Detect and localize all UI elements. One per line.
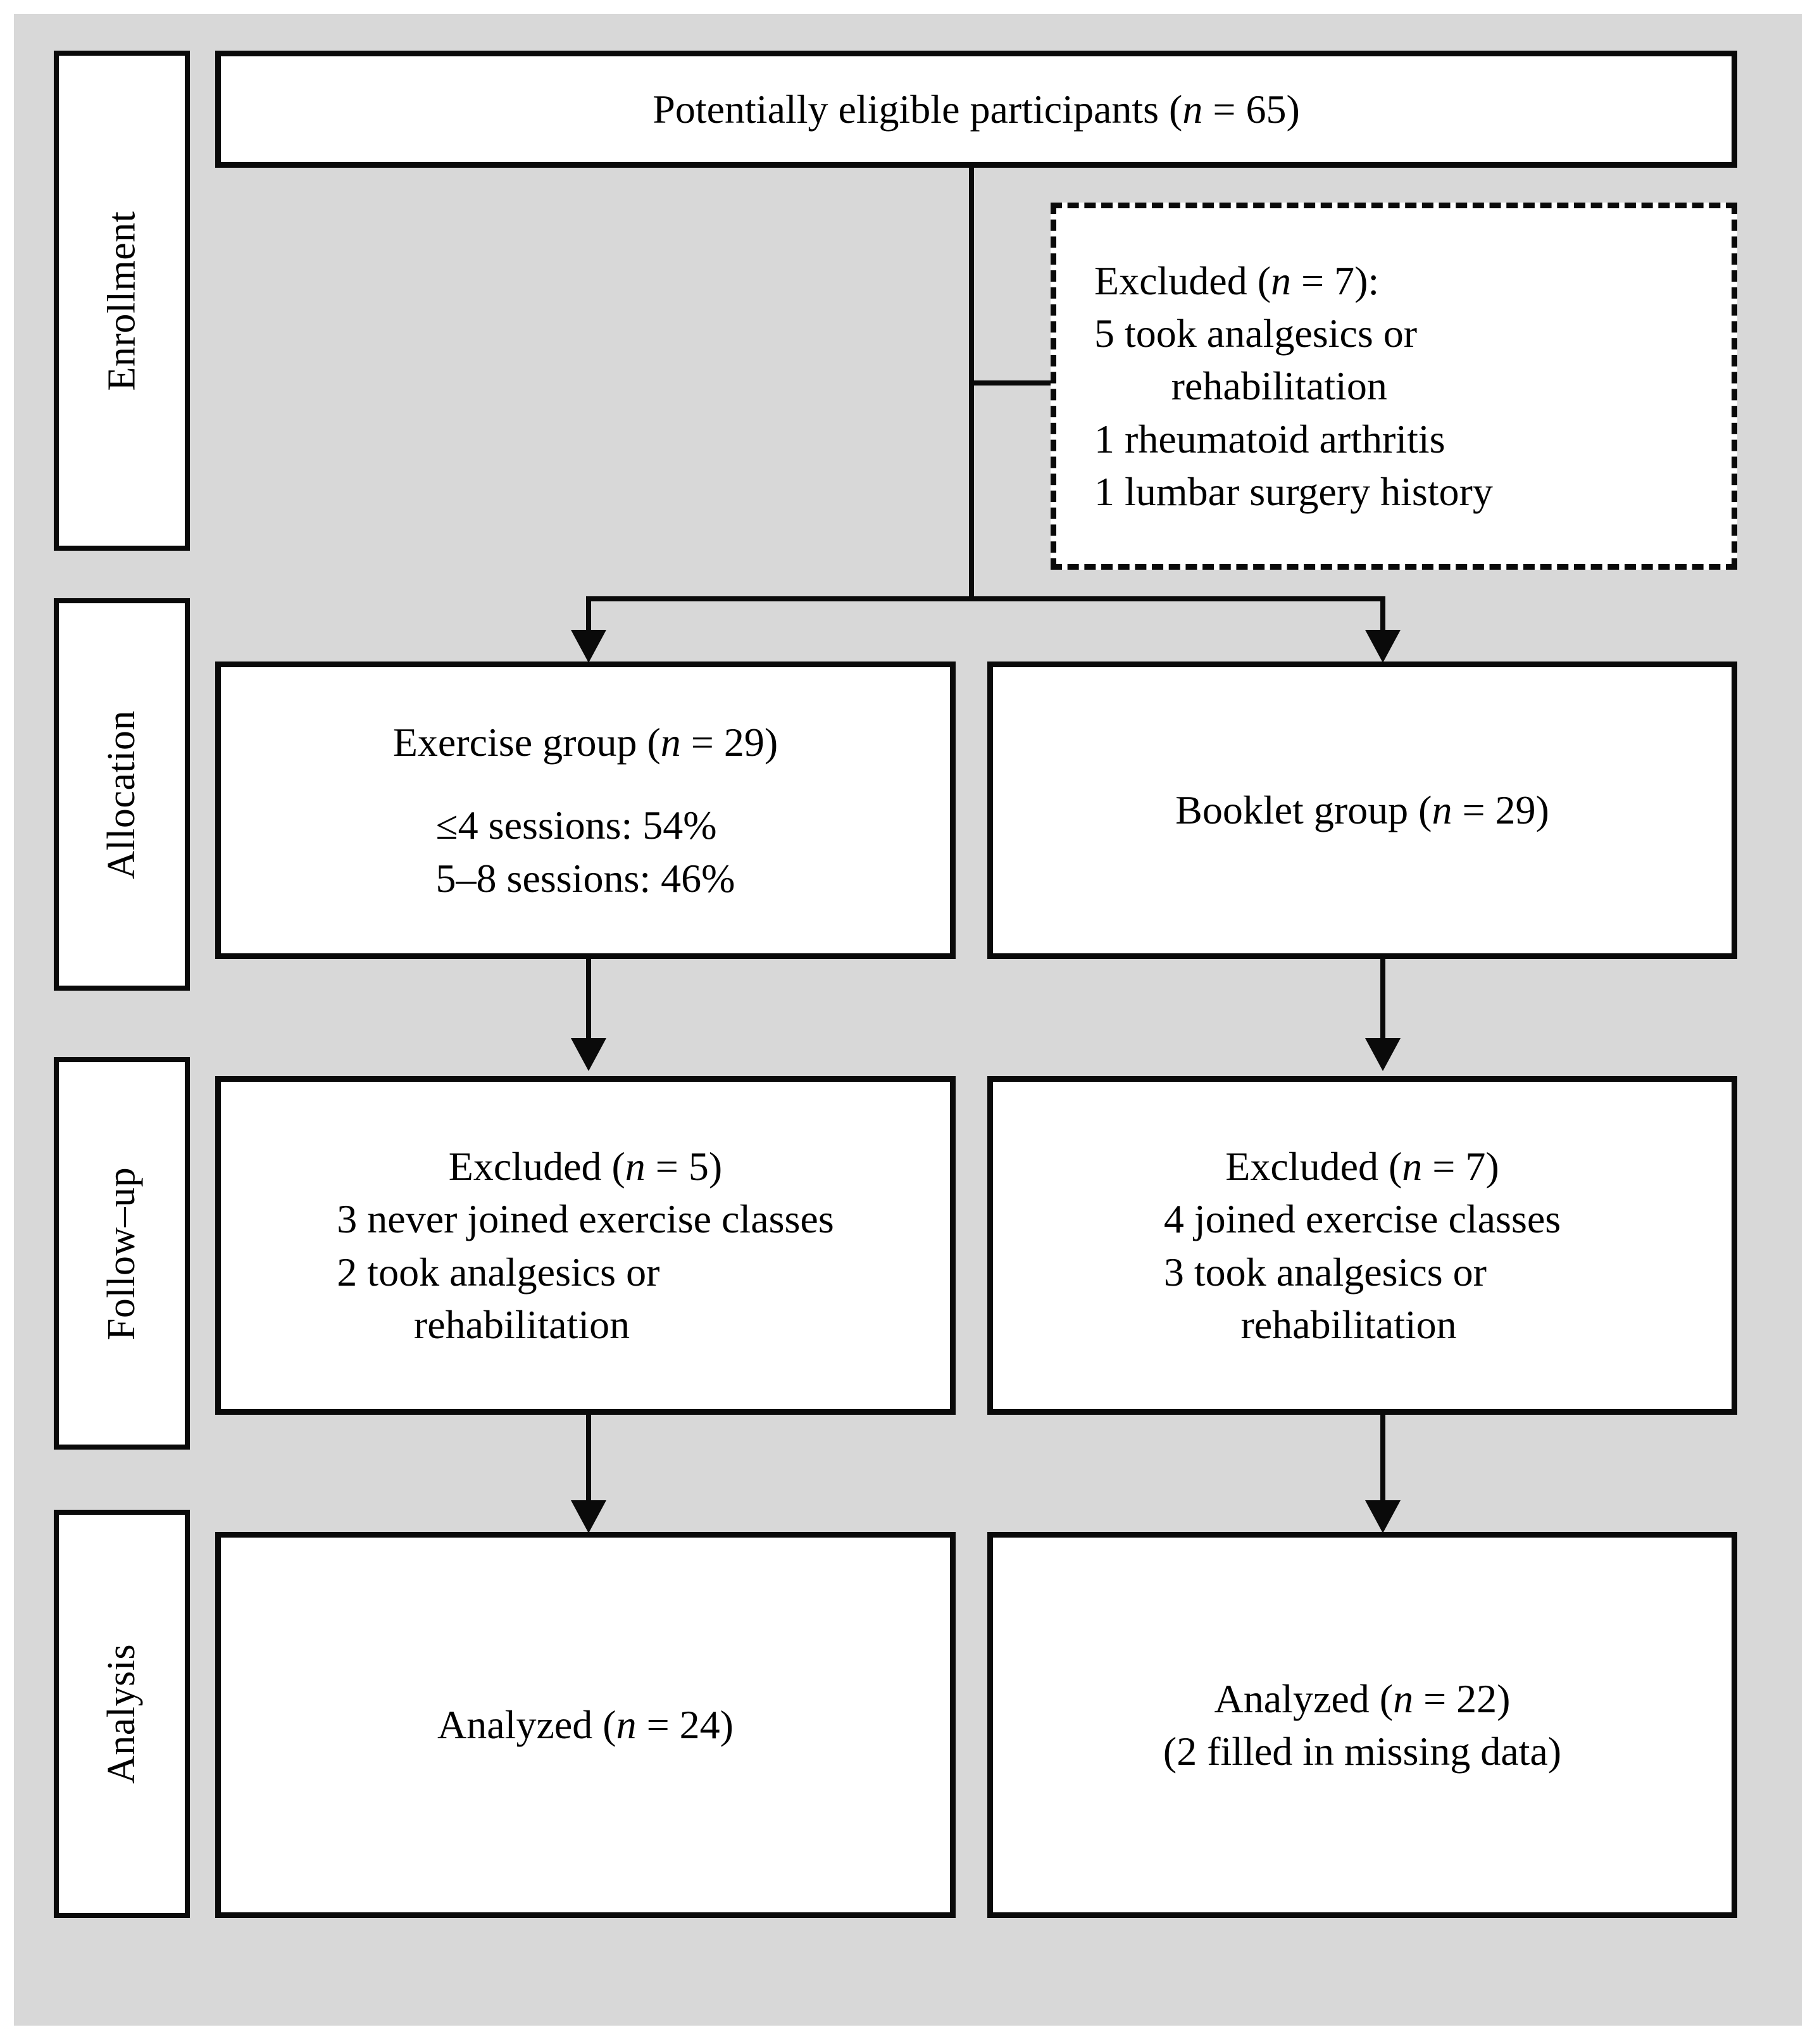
excluded-enrollment-head-n: n bbox=[1271, 258, 1291, 304]
analyzed-booklet-head: Analyzed (n = 22) bbox=[1163, 1672, 1561, 1725]
node-exercise-group-text: Exercise group (n = 29) ≤4 sessions: 54%… bbox=[393, 716, 778, 905]
excluded-booklet-head: Excluded (n = 7) bbox=[1164, 1140, 1561, 1193]
excluded-enrollment-reason-3: 1 rheumatoid arthritis bbox=[1094, 416, 1445, 461]
connector-booklet-to-analysis bbox=[1380, 1415, 1385, 1503]
connector-exercise-to-followup bbox=[586, 959, 591, 1041]
excluded-booklet-head-n: n bbox=[1402, 1144, 1423, 1189]
analyzed-booklet-head-b: = 22) bbox=[1413, 1676, 1511, 1721]
exercise-group-head-b: = 29) bbox=[680, 720, 778, 765]
excluded-booklet-head-b: = 7) bbox=[1422, 1144, 1499, 1189]
stage-label-enrollment-text: Enrollment bbox=[100, 211, 144, 391]
exercise-group-head-a: Exercise group ( bbox=[392, 720, 661, 765]
node-analyzed-exercise: Analyzed (n = 24) bbox=[215, 1532, 956, 1918]
arrowhead-exercise-to-analysis bbox=[571, 1500, 606, 1533]
arrowhead-allocation-right bbox=[1365, 630, 1401, 663]
excluded-booklet-reason-2: 3 took analgesics or bbox=[1163, 1249, 1487, 1295]
eligible-text-b: = 65) bbox=[1202, 86, 1300, 132]
node-analyzed-booklet: Analyzed (n = 22) (2 filled in missing d… bbox=[987, 1532, 1737, 1918]
node-excluded-booklet-text: Excluded (n = 7) 4 joined exercise class… bbox=[1164, 1140, 1561, 1351]
connector-allocation-split bbox=[586, 596, 1385, 601]
exercise-group-sessions: ≤4 sessions: 54% 5–8 sessions: 46% bbox=[436, 799, 735, 904]
exercise-group-sessions-5to8: 5–8 sessions: 46% bbox=[435, 855, 735, 901]
excluded-exercise-reason-1: 3 never joined exercise classes bbox=[337, 1196, 834, 1242]
exercise-group-head: Exercise group (n = 29) bbox=[393, 716, 778, 768]
arrowhead-booklet-to-analysis bbox=[1365, 1500, 1401, 1533]
node-potentially-eligible: Potentially eligible participants (n = 6… bbox=[215, 51, 1737, 168]
node-analyzed-exercise-text: Analyzed (n = 24) bbox=[437, 1698, 734, 1751]
exercise-group-sessions-le4: ≤4 sessions: 54% bbox=[435, 803, 717, 848]
excluded-enrollment-reason-4: 1 lumbar surgery history bbox=[1094, 468, 1493, 514]
node-excluded-enrollment-text: Excluded (n = 7): 5 took analgesics or r… bbox=[1056, 254, 1732, 518]
excluded-exercise-head-b: = 5) bbox=[645, 1144, 723, 1189]
node-booklet-group: Booklet group (n = 29) bbox=[987, 661, 1737, 959]
connector-allocation-right-drop bbox=[1380, 596, 1385, 634]
exercise-group-head-n: n bbox=[660, 720, 681, 765]
exercise-group-spacer bbox=[393, 768, 778, 799]
excluded-exercise-head: Excluded (n = 5) bbox=[337, 1140, 834, 1193]
eligible-text-n: n bbox=[1182, 86, 1203, 132]
booklet-group-head-n: n bbox=[1432, 787, 1452, 833]
stage-label-analysis: Analysis bbox=[54, 1510, 190, 1918]
stage-label-followup: Follow–up bbox=[54, 1057, 190, 1450]
excluded-booklet-reason-3: rehabilitation bbox=[1240, 1301, 1457, 1347]
analyzed-booklet-head-a: Analyzed ( bbox=[1214, 1676, 1394, 1721]
excluded-enrollment-reason-1: 5 took analgesics or bbox=[1094, 311, 1418, 356]
excluded-enrollment-head-b: = 7): bbox=[1291, 258, 1380, 304]
connector-to-excluded-enrollment bbox=[969, 380, 1054, 386]
stage-label-allocation-text: Allocation bbox=[100, 710, 143, 879]
excluded-enrollment-head-a: Excluded ( bbox=[1094, 258, 1271, 304]
arrowhead-exercise-to-followup bbox=[571, 1038, 606, 1071]
node-excluded-booklet: Excluded (n = 7) 4 joined exercise class… bbox=[987, 1076, 1737, 1415]
analyzed-exercise-head-a: Analyzed ( bbox=[437, 1702, 616, 1748]
excluded-enrollment-head: Excluded (n = 7): bbox=[1094, 254, 1732, 307]
excluded-exercise-head-a: Excluded ( bbox=[448, 1144, 625, 1189]
stage-label-allocation: Allocation bbox=[54, 598, 190, 991]
eligible-text-a: Potentially eligible participants ( bbox=[652, 86, 1183, 132]
connector-exercise-to-analysis bbox=[586, 1415, 591, 1503]
node-analyzed-booklet-text: Analyzed (n = 22) (2 filled in missing d… bbox=[1163, 1672, 1561, 1778]
booklet-group-head-a: Booklet group ( bbox=[1175, 787, 1432, 833]
stage-label-enrollment: Enrollment bbox=[54, 51, 190, 551]
node-excluded-exercise-text: Excluded (n = 5) 3 never joined exercise… bbox=[337, 1140, 834, 1351]
node-potentially-eligible-text: Potentially eligible participants (n = 6… bbox=[652, 83, 1300, 135]
connector-allocation-left-drop bbox=[586, 596, 591, 634]
analyzed-booklet-note: (2 filled in missing data) bbox=[1163, 1729, 1562, 1774]
arrowhead-booklet-to-followup bbox=[1365, 1038, 1401, 1071]
excluded-exercise-reason-2: 2 took analgesics or bbox=[337, 1249, 660, 1295]
analyzed-exercise-head-n: n bbox=[616, 1702, 637, 1748]
analyzed-exercise-head-b: = 24) bbox=[636, 1702, 734, 1748]
excluded-booklet-reason-1: 4 joined exercise classes bbox=[1163, 1196, 1561, 1242]
stage-label-analysis-text: Analysis bbox=[100, 1644, 143, 1784]
stage-label-followup-text: Follow–up bbox=[100, 1167, 143, 1340]
excluded-enrollment-reason-2: rehabilitation bbox=[1171, 363, 1387, 409]
excluded-booklet-reasons: 4 joined exercise classes 3 took analges… bbox=[1164, 1193, 1561, 1351]
node-excluded-exercise: Excluded (n = 5) 3 never joined exercise… bbox=[215, 1076, 956, 1415]
arrowhead-allocation-left bbox=[571, 630, 606, 663]
node-excluded-enrollment: Excluded (n = 7): 5 took analgesics or r… bbox=[1051, 203, 1737, 570]
node-exercise-group: Exercise group (n = 29) ≤4 sessions: 54%… bbox=[215, 661, 956, 959]
node-booklet-group-text: Booklet group (n = 29) bbox=[1175, 784, 1549, 836]
excluded-exercise-reason-3: rehabilitation bbox=[413, 1301, 630, 1347]
excluded-booklet-head-a: Excluded ( bbox=[1225, 1144, 1402, 1189]
excluded-exercise-head-n: n bbox=[625, 1144, 646, 1189]
booklet-group-head-b: = 29) bbox=[1452, 787, 1549, 833]
analyzed-booklet-head-n: n bbox=[1393, 1676, 1414, 1721]
connector-booklet-to-followup bbox=[1380, 959, 1385, 1041]
excluded-exercise-reasons: 3 never joined exercise classes 2 took a… bbox=[337, 1193, 834, 1351]
